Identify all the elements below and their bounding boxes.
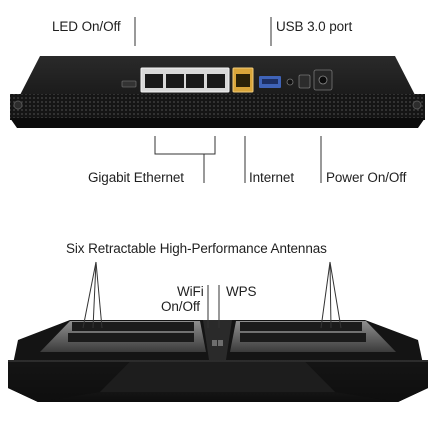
reset-button [286, 78, 294, 86]
wps-button [218, 340, 223, 346]
antennas-label: Six Retractable High-Performance Antenna… [66, 241, 327, 256]
usb-label: USB 3.0 port [276, 19, 353, 34]
led-label: LED On/Off [52, 19, 121, 34]
usb-port [259, 76, 281, 88]
internet-label: Internet [249, 170, 294, 185]
gigabit-ethernet-ports [140, 67, 230, 93]
wifi-button [212, 340, 217, 346]
gigabit-label: Gigabit Ethernet [88, 170, 184, 185]
antennas-right [240, 322, 366, 342]
wifi-label-line2: On/Off [161, 299, 200, 314]
wps-label: WPS [226, 284, 257, 299]
power-jack [313, 69, 333, 91]
internet-port [232, 67, 254, 93]
rear-leader-lines [134, 17, 322, 183]
power-label: Power On/Off [326, 170, 407, 185]
front-leader-lines [82, 261, 342, 329]
power-button [298, 74, 311, 89]
wifi-label-line1: WiFi [177, 284, 204, 299]
antennas-left [68, 322, 194, 342]
led-switch [121, 80, 137, 88]
